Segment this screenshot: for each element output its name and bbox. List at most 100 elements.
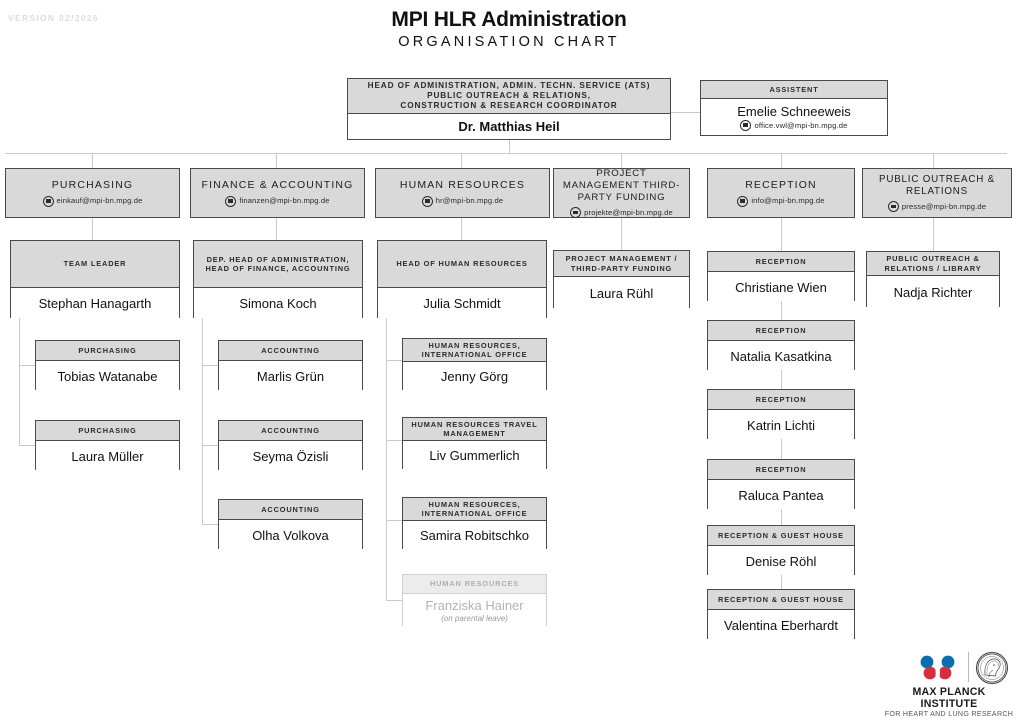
node-hr-member-1[interactable]: HUMAN RESOURCES, INTERNATIONAL OFFICE Je… <box>402 338 547 391</box>
node-name-area: Marlis Grün <box>219 361 362 391</box>
dept-email[interactable]: finanzen@mpi-bn.mpg.de <box>225 195 330 207</box>
dept-email[interactable]: projekte@mpi-bn.mpg.de <box>570 206 673 218</box>
node-role-header: RECEPTION & GUEST HOUSE <box>708 526 854 546</box>
dept-header-project-management[interactable]: PROJECT MANAGEMENT THIRD-PARTY FUNDING p… <box>553 168 690 218</box>
node-public-outreach-lead[interactable]: PUBLIC OUTREACH & RELATIONS / LIBRARY Na… <box>866 251 1000 308</box>
envelope-icon <box>570 206 582 218</box>
node-finance-member-1[interactable]: ACCOUNTING Marlis Grün <box>218 340 363 391</box>
node-name: Raluca Pantea <box>738 487 824 503</box>
connector-reception-chain-4 <box>781 439 782 459</box>
node-role: ACCOUNTING <box>261 345 320 355</box>
node-role-header: ACCOUNTING <box>219 341 362 361</box>
envelope-icon <box>740 119 752 131</box>
node-name: Liv Gummerlich <box>429 448 520 463</box>
node-hr-lead[interactable]: HEAD OF HUMAN RESOURCES Julia Schmidt <box>377 240 547 319</box>
node-name-area: Christiane Wien <box>708 272 854 302</box>
minerva-seal-icon <box>976 652 1008 684</box>
node-name: Valentina Eberhardt <box>724 617 838 633</box>
node-role-header: ASSISTENT <box>701 81 887 99</box>
dept-header-human-resources[interactable]: HUMAN RESOURCES hr@mpi-bn.mpg.de <box>375 168 550 218</box>
dept-email[interactable]: hr@mpi-bn.mpg.de <box>421 195 504 207</box>
node-role: RECEPTION & GUEST HOUSE <box>718 530 844 540</box>
dept-email[interactable]: info@mpi-bn.mpg.de <box>737 195 825 207</box>
assistant-email[interactable]: office.vwl@mpi-bn.mpg.de <box>740 119 847 131</box>
node-name: Julia Schmidt <box>423 296 501 311</box>
node-name: Nadja Richter <box>893 284 973 300</box>
node-reception-member-2[interactable]: RECEPTION Katrin Lichti <box>707 389 855 440</box>
node-role-header: RECEPTION & GUEST HOUSE <box>708 590 854 610</box>
dept-email-text: info@mpi-bn.mpg.de <box>751 196 825 206</box>
dept-header-public-outreach[interactable]: PUBLIC OUTREACH & RELATIONS presse@mpi-b… <box>862 168 1012 218</box>
node-name-area: Valentina Eberhardt <box>708 610 854 640</box>
node-name: Tobias Watanabe <box>57 368 158 384</box>
head-role-line-1: HEAD OF ADMINISTRATION, ADMIN. TECHN. SE… <box>367 80 651 90</box>
node-name: Katrin Lichti <box>747 417 815 433</box>
node-role-header: PURCHASING <box>36 341 179 361</box>
node-head-of-administration[interactable]: HEAD OF ADMINISTRATION, ADMIN. TECHN. SE… <box>347 78 671 140</box>
connector-dept-drop-project-management <box>621 153 622 168</box>
node-name-area: Katrin Lichti <box>708 410 854 440</box>
node-role-header: HUMAN RESOURCES <box>403 575 546 594</box>
node-name: Franziska Hainer <box>425 598 524 613</box>
connector-head-drop <box>509 140 510 153</box>
node-name-area: Stephan Hanagarth <box>11 288 179 319</box>
node-role: DEP. HEAD OF ADMINISTRATION, HEAD OF FIN… <box>205 254 351 273</box>
node-hr-member-4[interactable]: HUMAN RESOURCES Franziska Hainer (on par… <box>402 574 547 627</box>
node-role: HUMAN RESOURCES, INTERNATIONAL OFFICE <box>421 499 528 518</box>
logo-institute-name: MAX PLANCK INSTITUTE <box>912 686 986 710</box>
node-reception-member-4[interactable]: RECEPTION & GUEST HOUSE Denise Röhl <box>707 525 855 576</box>
chart-title-block: MPI HLR Administration ORGANISATION CHAR… <box>0 8 1018 50</box>
node-hr-member-3[interactable]: HUMAN RESOURCES, INTERNATIONAL OFFICE Sa… <box>402 497 547 550</box>
assistant-role: ASSISTENT <box>769 84 819 94</box>
node-name-area: Franziska Hainer (on parental leave) <box>403 594 546 627</box>
node-purchasing-lead[interactable]: TEAM LEADER Stephan Hanagarth <box>10 240 180 319</box>
dept-header-content: HUMAN RESOURCES hr@mpi-bn.mpg.de <box>376 169 549 217</box>
connector-purchasing-lead-drop <box>92 218 93 240</box>
logo-institute-subtitle: FOR HEART AND LUNG RESEARCH <box>884 710 1014 718</box>
connector-pm-lead-drop <box>621 218 622 250</box>
node-name: Laura Rühl <box>589 285 654 301</box>
node-role-header: HUMAN RESOURCES TRAVEL MANAGEMENT <box>403 418 546 441</box>
dept-email[interactable]: presse@mpi-bn.mpg.de <box>887 201 986 213</box>
node-hr-member-2[interactable]: HUMAN RESOURCES TRAVEL MANAGEMENT Liv Gu… <box>402 417 547 470</box>
node-name-area: Laura Rühl <box>554 277 689 309</box>
dept-title: PUBLIC OUTREACH & RELATIONS <box>879 173 995 197</box>
node-project-management-lead[interactable]: PROJECT MANAGEMENT / THIRD-PARTY FUNDING… <box>553 250 690 309</box>
node-purchasing-member-1[interactable]: PURCHASING Tobias Watanabe <box>35 340 180 391</box>
node-role: ACCOUNTING <box>261 425 320 435</box>
dept-header-purchasing[interactable]: PURCHASING einkauf@mpi-bn.mpg.de <box>5 168 180 218</box>
node-role-header: PURCHASING <box>36 421 179 441</box>
connector-reception-chain-6 <box>781 575 782 589</box>
dept-header-content: PURCHASING einkauf@mpi-bn.mpg.de <box>6 169 179 217</box>
connector-reception-chain-1 <box>781 218 782 251</box>
page-subtitle: ORGANISATION CHART <box>398 34 620 50</box>
node-role-header: PUBLIC OUTREACH & RELATIONS / LIBRARY <box>867 252 999 276</box>
node-reception-member-1[interactable]: RECEPTION Natalia Kasatkina <box>707 320 855 371</box>
node-finance-member-3[interactable]: ACCOUNTING Olha Volkova <box>218 499 363 550</box>
connector-finance-lead-drop <box>276 218 277 240</box>
connector-hr-branch-4 <box>386 600 402 601</box>
node-role-header: RECEPTION <box>708 390 854 410</box>
connector-purchasing-spine <box>19 318 20 445</box>
node-reception-member-5[interactable]: RECEPTION & GUEST HOUSE Valentina Eberha… <box>707 589 855 640</box>
node-finance-member-2[interactable]: ACCOUNTING Seyma Özisli <box>218 420 363 471</box>
node-name-area: Nadja Richter <box>867 276 999 308</box>
node-finance-lead[interactable]: DEP. HEAD OF ADMINISTRATION, HEAD OF FIN… <box>193 240 363 319</box>
node-name-area: Laura Müller <box>36 441 179 471</box>
connector-dept-drop-purchasing <box>92 153 93 168</box>
logo-text: MAX PLANCK INSTITUTE FOR HEART AND LUNG … <box>884 686 1014 718</box>
connector-head-assistant <box>671 112 700 113</box>
node-name: Jenny Görg <box>440 369 509 384</box>
node-name-area: Denise Röhl <box>708 546 854 576</box>
dept-header-content: PUBLIC OUTREACH & RELATIONS presse@mpi-b… <box>863 169 1011 217</box>
head-name: Dr. Matthias Heil <box>458 119 560 134</box>
connector-dept-drop-reception <box>781 153 782 168</box>
dept-header-finance-accounting[interactable]: FINANCE & ACCOUNTING finanzen@mpi-bn.mpg… <box>190 168 365 218</box>
node-reception-lead[interactable]: RECEPTION Christiane Wien <box>707 251 855 302</box>
node-reception-member-3[interactable]: RECEPTION Raluca Pantea <box>707 459 855 510</box>
node-assistant[interactable]: ASSISTENT Emelie Schneeweis office.vwl@m… <box>700 80 888 136</box>
node-purchasing-member-2[interactable]: PURCHASING Laura Müller <box>35 420 180 471</box>
dept-email[interactable]: einkauf@mpi-bn.mpg.de <box>42 195 143 207</box>
dept-header-reception[interactable]: RECEPTION info@mpi-bn.mpg.de <box>707 168 855 218</box>
